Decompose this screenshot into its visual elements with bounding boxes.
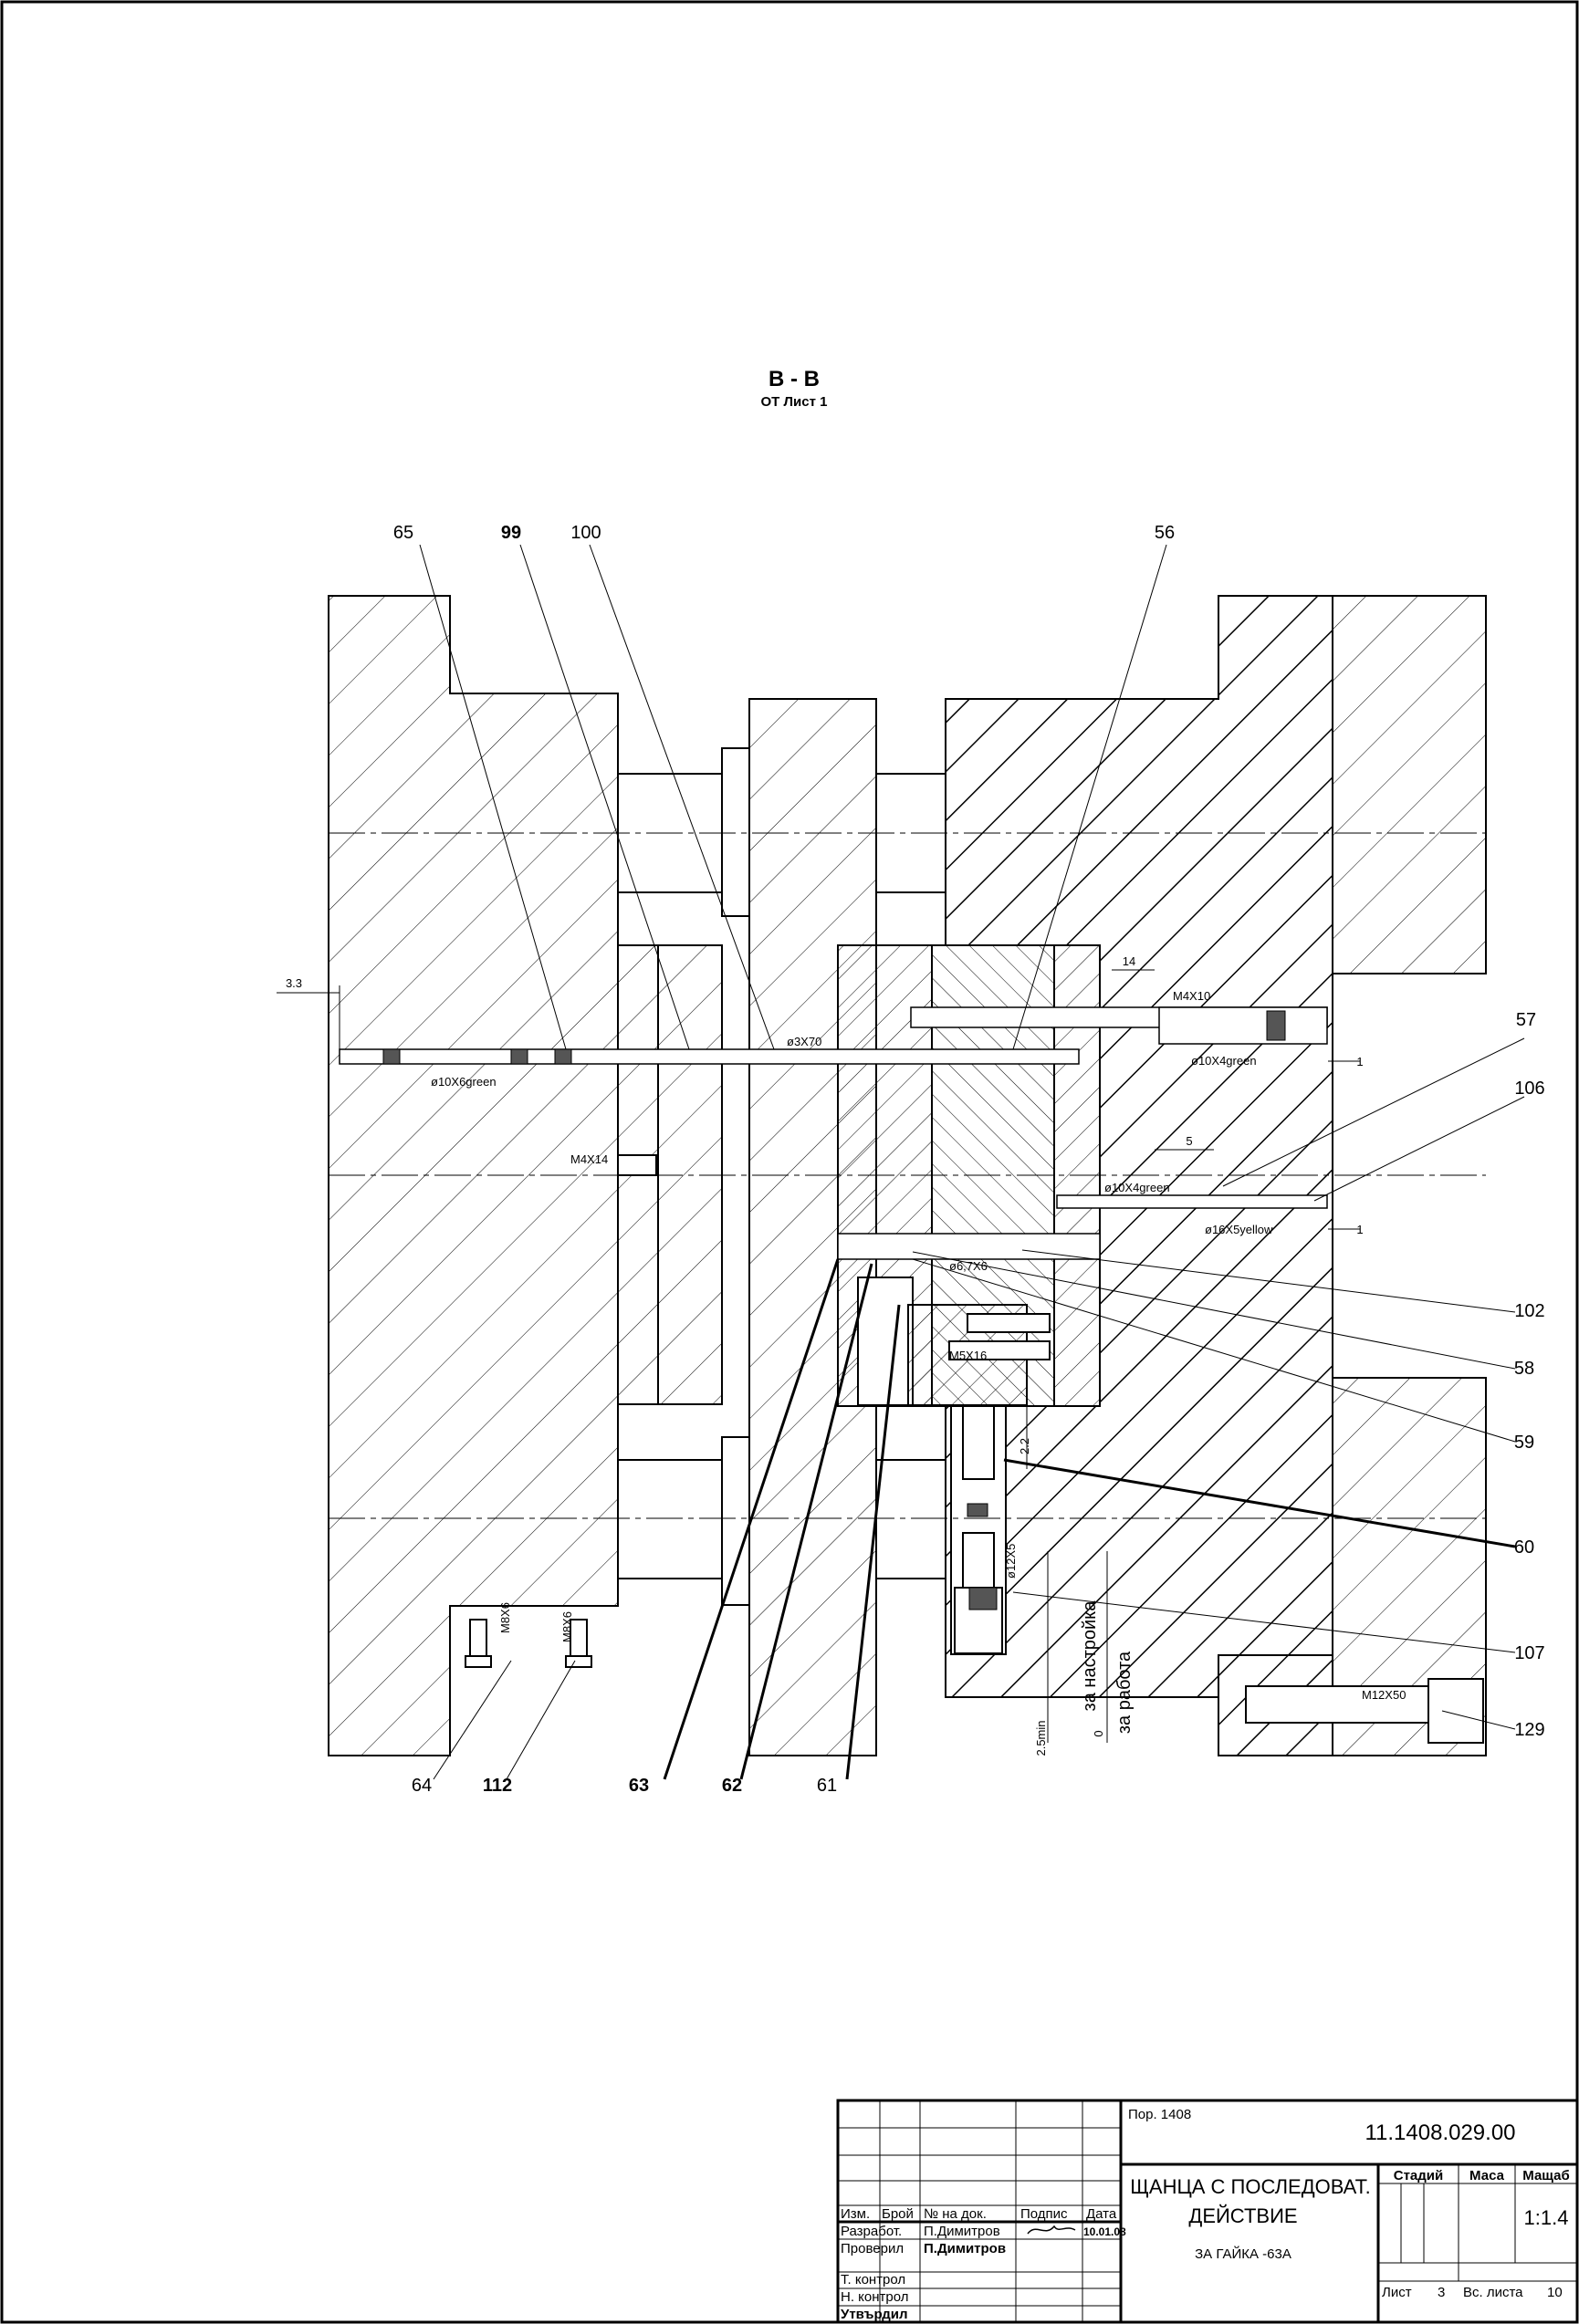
part-notes: M4X10 ø10X4green ø3X70 ø10X6green M4X14 …	[431, 989, 1406, 1702]
right-clamp-bottom	[1332, 1377, 1487, 1756]
tb-sheets-value: 10	[1547, 2285, 1563, 2300]
dim-2-2: 2.2	[1018, 1438, 1031, 1454]
tb-pos: Пор. 1408	[1128, 2107, 1191, 2122]
tb-sheet-value: 3	[1438, 2285, 1445, 2300]
section-title: B - B	[769, 367, 820, 391]
callout-107: 107	[1514, 1643, 1544, 1663]
dim-1-top: 1	[1356, 1055, 1363, 1068]
callout-63: 63	[629, 1776, 649, 1796]
callout-61: 61	[817, 1776, 837, 1796]
callout-58: 58	[1514, 1359, 1534, 1379]
dimension-lines	[277, 969, 1360, 1743]
callout-112: 112	[483, 1776, 512, 1796]
tb-name-line3: ЗА ГАЙКА -63А	[1195, 2246, 1291, 2262]
note-m10x4b: ø10X4green	[1104, 1181, 1170, 1194]
dimension-values: 3.3 14 5 1 1 2.2 2.5min 0 за настройка з…	[286, 954, 1364, 1756]
callout-99: 99	[501, 523, 521, 543]
tb-name-line2: ДЕЙСТВИЕ	[1188, 2204, 1297, 2227]
callout-59: 59	[1514, 1433, 1534, 1453]
note-m5x16: M5X16	[949, 1349, 987, 1362]
dim-0: 0	[1092, 1730, 1105, 1736]
tb-sheets-label: Вс. листа	[1463, 2285, 1523, 2300]
callout-64: 64	[412, 1776, 432, 1796]
tb-h-mashtab: Мащаб	[1522, 2168, 1569, 2183]
dim-5: 5	[1186, 1134, 1192, 1148]
dim-14: 14	[1123, 954, 1135, 968]
tb-date: 10.01.08	[1083, 2225, 1126, 2238]
tb-razrab-name: П.Димитров	[924, 2224, 1000, 2239]
tb-prov-name: П.Димитров	[924, 2241, 1006, 2256]
tb-h-stadiy: Стадий	[1394, 2168, 1444, 2183]
note-m12x: ø12X5	[1004, 1544, 1018, 1579]
note-m4x10: M4X10	[1173, 989, 1210, 1003]
part-callouts: 65 99 100 56 57 106 102 58 59 60 107 129…	[393, 523, 1545, 1796]
tb-nk: Н. контрол	[841, 2289, 909, 2305]
tb-razrab: Разработ.	[841, 2224, 902, 2239]
note-m12x50: M12X50	[1362, 1688, 1406, 1702]
leader-lines	[419, 544, 1525, 1780]
callout-60: 60	[1514, 1537, 1534, 1558]
note-m6x: ø6,7X6	[949, 1259, 988, 1273]
tb-h-masa: Маса	[1469, 2168, 1505, 2183]
tb-sheet-label: Лист	[1382, 2285, 1412, 2300]
tb-h-izm: Изм.	[841, 2206, 870, 2222]
tb-utv: Утвърдил	[841, 2307, 908, 2322]
note-work: за работа	[1114, 1651, 1135, 1734]
dim-1-mid: 1	[1356, 1223, 1363, 1236]
tb-name-line1: ЩАНЦА С ПОСЛЕДОВАТ.	[1130, 2175, 1370, 2198]
note-m10x4: ø10X4green	[1191, 1054, 1257, 1068]
tb-h-podpis: Подпис	[1020, 2206, 1068, 2222]
callout-62: 62	[722, 1776, 742, 1796]
tb-h-nodok: № на док.	[924, 2206, 987, 2222]
note-setup: за настройка	[1080, 1600, 1100, 1712]
callout-100: 100	[570, 523, 601, 543]
callout-56: 56	[1155, 523, 1175, 543]
note-m3x70: ø3X70	[787, 1035, 821, 1048]
tb-scale: 1:1.4	[1524, 2206, 1569, 2229]
tb-doc-number: 11.1408.029.00	[1365, 2121, 1515, 2145]
note-m10x6: ø10X6green	[431, 1075, 497, 1089]
tb-h-broy: Брой	[882, 2206, 914, 2222]
callout-106: 106	[1514, 1079, 1544, 1099]
centerlines	[329, 832, 1486, 1519]
tb-tk: Т. контрол	[841, 2272, 905, 2288]
dim-3-3: 3.3	[286, 976, 302, 990]
right-clamp-top	[1332, 595, 1487, 974]
note-m8x6b: M8X6	[560, 1611, 574, 1642]
dim-2-5min: 2.5min	[1034, 1720, 1048, 1756]
callout-57: 57	[1516, 1010, 1536, 1030]
signature	[1027, 2225, 1076, 2235]
title-block-text: Пор. 1408 11.1408.029.00 Изм. Брой № на …	[841, 2107, 1570, 2322]
note-m4x14: M4X14	[570, 1152, 608, 1166]
title-block	[836, 2099, 1579, 2324]
callout-65: 65	[393, 523, 413, 543]
callout-102: 102	[1514, 1301, 1544, 1321]
tb-h-data: Дата	[1086, 2206, 1117, 2222]
section-subtitle: ОТ Лист 1	[761, 394, 828, 410]
note-m8x6a: M8X6	[498, 1602, 512, 1633]
callout-129: 129	[1514, 1720, 1544, 1740]
tb-prov: Проверил	[841, 2241, 904, 2256]
note-m16: ø16X5yellow	[1205, 1223, 1273, 1236]
